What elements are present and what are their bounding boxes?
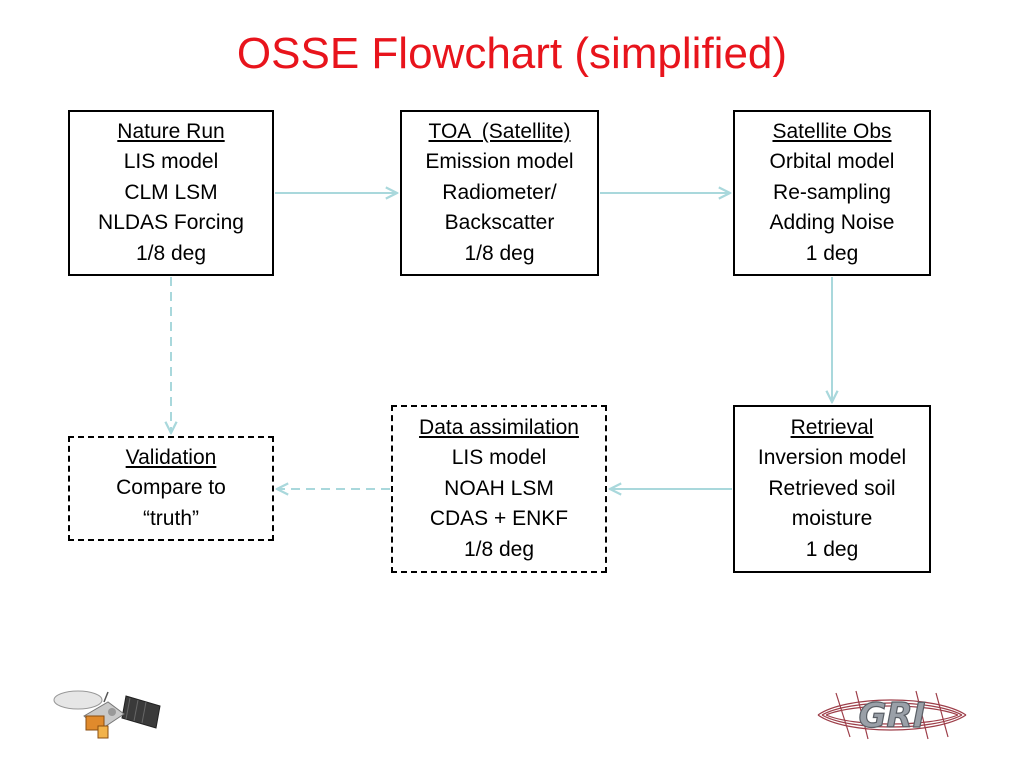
data-assimilation-line: LIS model: [451, 446, 547, 470]
validation-line: Compare to: [116, 476, 226, 500]
toa-satellite-box: TOA (Satellite) Emission model Radiomete…: [400, 110, 599, 276]
data-assimilation-line: NOAH LSM: [444, 476, 554, 500]
validation-line: “truth”: [142, 506, 199, 530]
retrieval-line: moisture: [791, 507, 873, 531]
toa-line: Radiometer/: [442, 180, 557, 204]
satellite-obs-line: Adding Noise: [769, 211, 895, 235]
data-assimilation-line: 1/8 deg: [463, 537, 535, 561]
nature-run-line: 1/8 deg: [135, 241, 207, 265]
satellite-obs-line: Re-sampling: [773, 180, 891, 204]
toa-line: 1/8 deg: [464, 241, 535, 265]
retrieval-line: 1 deg: [805, 537, 859, 561]
satellite-icon: [53, 690, 161, 739]
toa-line: Emission model: [425, 150, 574, 174]
slide-title: OSSE Flowchart (simplified): [236, 29, 788, 78]
validation-box: Validation Compare to “truth”: [68, 436, 274, 541]
satellite-obs-header: Satellite Obs: [772, 119, 892, 143]
retrieval-line: Retrieved soil: [768, 476, 896, 500]
toa-header: TOA (Satellite): [428, 119, 571, 143]
toa-line: Backscatter: [444, 211, 555, 235]
retrieval-header: Retrieval: [790, 415, 874, 439]
retrieval-line: Inversion model: [757, 446, 907, 470]
gri-logo-text: GRI: [859, 696, 926, 736]
data-assimilation-line: CDAS + ENKF: [429, 507, 569, 531]
satellite-obs-line: Orbital model: [769, 150, 895, 174]
data-assimilation-box: Data assimilation LIS model NOAH LSM CDA…: [391, 405, 607, 573]
nature-run-box: Nature Run LIS model CLM LSM NLDAS Forci…: [68, 110, 274, 276]
nature-run-header: Nature Run: [117, 119, 225, 143]
satellite-obs-line: 1 deg: [805, 241, 859, 265]
nature-run-line: NLDAS Forcing: [98, 211, 244, 235]
satellite-obs-box: Satellite Obs Orbital model Re-sampling …: [733, 110, 931, 276]
validation-header: Validation: [125, 445, 217, 469]
data-assimilation-header: Data assimilation: [419, 415, 579, 439]
nature-run-line: CLM LSM: [124, 180, 218, 204]
nature-run-line: LIS model: [123, 150, 219, 174]
retrieval-box: Retrieval Inversion model Retrieved soil…: [733, 405, 931, 573]
gri-logo: GRI: [817, 690, 967, 740]
